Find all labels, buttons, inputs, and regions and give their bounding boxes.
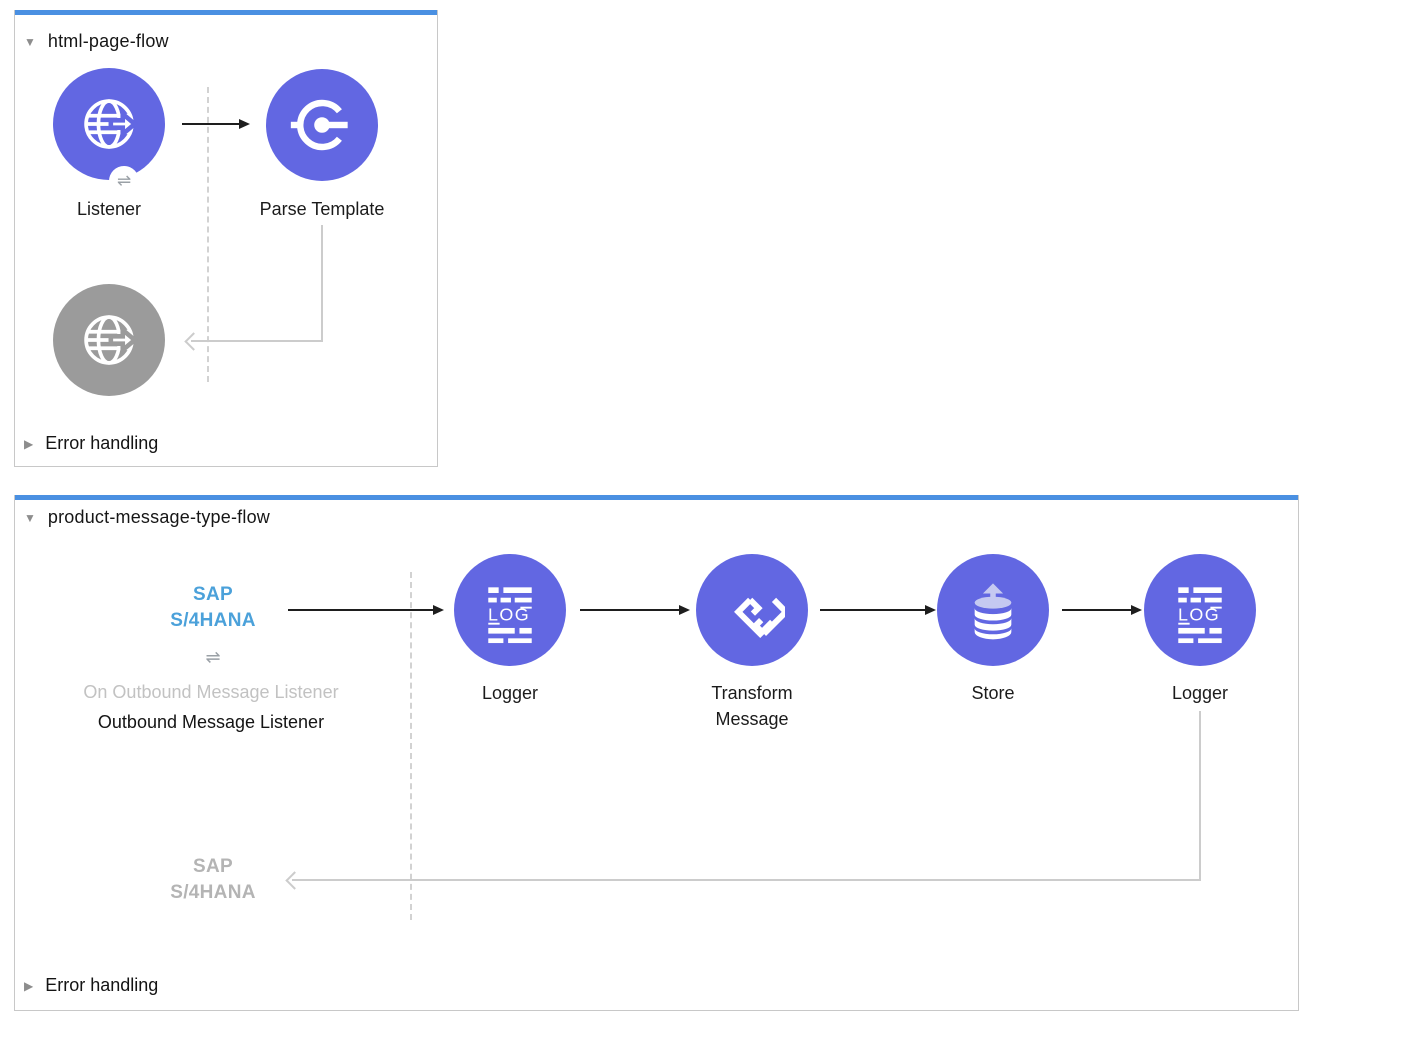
bidirectional-arrows-icon: ⇌ — [205, 647, 221, 667]
parse-template-node[interactable] — [266, 69, 378, 181]
flow-connector-arrow — [1062, 609, 1132, 611]
flow-connector-arrow — [820, 609, 926, 611]
flow-header-bar — [15, 10, 437, 15]
node-label-parse-template: Parse Template — [259, 199, 385, 219]
http-listener-node[interactable] — [53, 68, 165, 180]
logger-node[interactable]: LOG — [454, 554, 566, 666]
error-handling-label[interactable]: Error handling — [45, 975, 159, 995]
source-scope-divider — [410, 572, 412, 920]
flow-header-bar — [15, 495, 1298, 500]
node-label-transform-message: Transform Message — [711, 683, 793, 729]
flow-connector-arrow — [182, 123, 240, 125]
response-connector-horizontal — [292, 879, 1201, 881]
collapse-triangle-icon[interactable]: ▼ — [24, 510, 36, 525]
http-listener-response-node[interactable] — [53, 284, 165, 396]
node-label-listener: Listener — [76, 199, 142, 219]
log-lines-icon: LOG — [488, 587, 532, 644]
sap-response-line2: S/4HANA — [170, 882, 256, 903]
response-connector-vertical — [321, 225, 323, 341]
globe-arrow-icon — [84, 315, 139, 365]
response-arrowhead-icon — [184, 332, 203, 351]
sap-s4hana-response-label: SAP S/4HANA — [113, 854, 313, 906]
source-operation-label: On Outbound Message Listener — [83, 682, 339, 702]
message-exchange-badge: ⇌ — [109, 166, 139, 196]
log-text: LOG — [488, 604, 530, 624]
flow-title: product-message-type-flow — [47, 507, 270, 527]
source-scope-divider — [207, 87, 209, 382]
node-label-logger: Logger — [481, 683, 539, 703]
flow-connector-arrow — [580, 609, 680, 611]
transform-message-node[interactable] — [696, 554, 808, 666]
expand-triangle-icon[interactable]: ▶ — [24, 436, 34, 451]
bidirectional-arrows-icon: ⇌ — [116, 171, 132, 190]
sap-source-line2: S/4HANA — [170, 610, 256, 631]
logger-node[interactable]: LOG — [1144, 554, 1256, 666]
expand-triangle-icon[interactable]: ▶ — [24, 978, 34, 993]
node-label-store: Store — [971, 683, 1015, 703]
flow-title: html-page-flow — [47, 31, 169, 51]
log-lines-icon: LOG — [1178, 587, 1222, 644]
response-connector-horizontal — [191, 340, 323, 342]
sap-source-line1: SAP — [193, 584, 233, 605]
flow-connector-arrow — [288, 609, 434, 611]
database-upload-icon — [974, 583, 1012, 640]
dataweave-icon — [734, 597, 785, 639]
sap-response-line1: SAP — [193, 856, 233, 877]
node-label-logger: Logger — [1171, 683, 1229, 703]
store-node[interactable] — [937, 554, 1049, 666]
response-connector-vertical — [1199, 711, 1201, 879]
error-handling-label[interactable]: Error handling — [45, 433, 159, 453]
sap-s4hana-source-node[interactable]: SAP S/4HANA — [113, 582, 313, 634]
globe-arrow-icon — [84, 99, 139, 149]
core-ring-icon — [290, 99, 348, 151]
collapse-triangle-icon[interactable]: ▼ — [24, 34, 36, 49]
flow-container-html-page-flow: ▼ html-page-flow ⇌ Listener — [14, 10, 438, 467]
source-doc-name-label: Outbound Message Listener — [97, 712, 325, 732]
flow-container-product-message-type-flow: ▼ product-message-type-flow SAP S/4HANA … — [14, 495, 1299, 1011]
log-text: LOG — [1178, 604, 1220, 624]
